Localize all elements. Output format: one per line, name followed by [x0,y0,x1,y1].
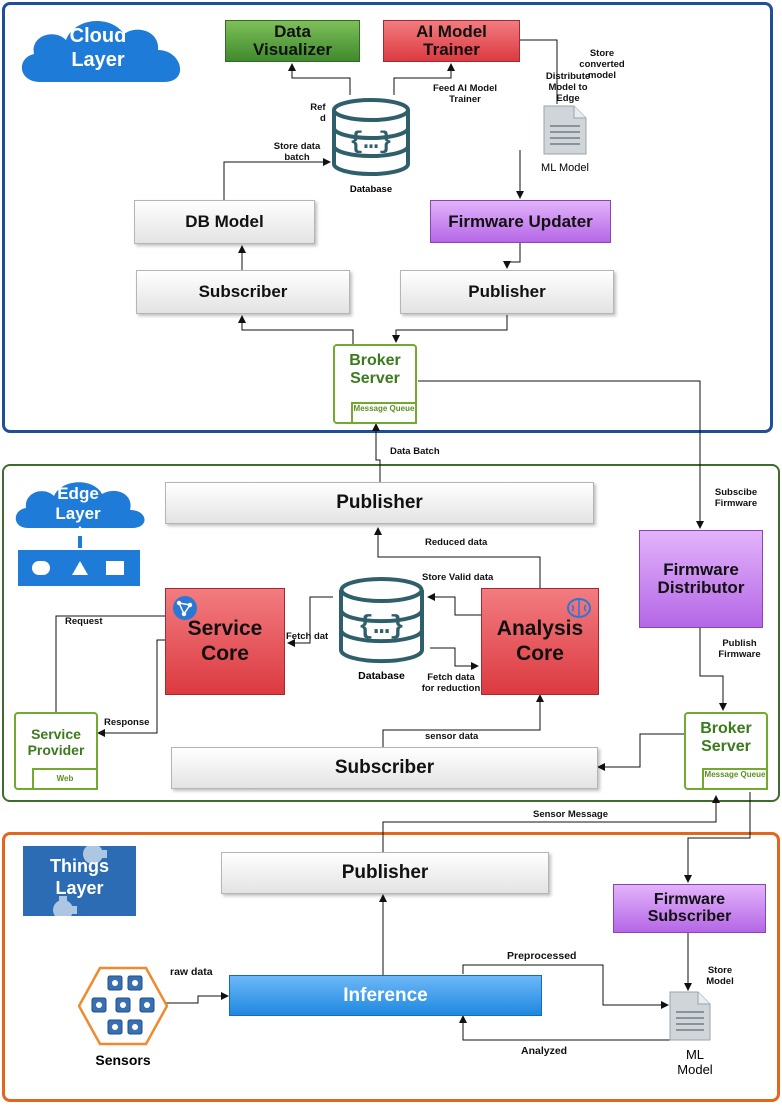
edge-layer-container [2,464,780,802]
cloud-layer-container [2,2,773,433]
firmware-updater-box: Firmware Updater [430,200,611,243]
inference-box: Inference [229,975,542,1016]
label-store-batch: Store data batch [273,141,321,163]
db-model-box: DB Model [134,200,315,244]
cloud-broker-title: Broker Server [349,352,401,388]
service-provider-title: Service Provider [27,726,85,759]
file-icon [543,105,587,155]
label-raw-data: raw data [170,966,213,978]
label-subscribe-firmware: Subscibe Firmware [714,487,758,509]
things-publisher-box: Publisher [221,852,549,894]
firmware-distributor-box: Firmware Distributor [639,530,763,628]
edge-cloud-device-icon [15,482,145,586]
label-response: Response [104,717,150,728]
label-sensor-data: sensor data [425,731,479,742]
sensors-icon [77,966,169,1046]
cloud-subscriber-box: Subscriber [136,270,350,314]
ai-model-trainer-box: AI Model Trainer [383,20,520,62]
edge-broker-message-queue: Message Queue [702,768,768,790]
database-icon: {…} [339,577,424,664]
service-core-label: Service Core [187,617,263,665]
svg-text:{…}: {…} [349,129,392,156]
edge-publisher-box: Publisher [165,482,594,524]
things-ml-model-label: ML Model [677,1047,713,1077]
label-reduced-data: Reduced data [425,537,488,548]
edge-broker-title: Broker Server [700,720,752,756]
edge-database-label: Database [358,670,405,682]
gear-icon [53,846,107,916]
cloud-database-label: Database [349,184,393,195]
firmware-subscriber-box: Firmware Subscriber [613,884,766,933]
cloud-icon [21,21,181,82]
service-core-box: Service Core [165,588,285,695]
sensors-label: Sensors [95,1052,151,1068]
label-distribute: Distribute Model to Edge [545,71,591,104]
cloud-ml-model-label: ML Model [541,162,589,174]
edge-database: {…} Database [333,576,430,686]
analysis-core-label: Analysis Core [496,617,584,665]
label-fetch-reduction: Fetch data for reduction [421,672,481,694]
service-provider: Service Provider Web [14,712,98,790]
database-icon: {…} [332,98,410,176]
label-fetch-data: Fetch dat [286,631,329,642]
label-feed-trainer: Feed AI Model Trainer [432,83,498,105]
svg-text:{…}: {…} [358,611,405,641]
cloud-database: {…} Database [326,96,416,198]
things-ml-model: ML Model [660,990,720,1080]
cloud-broker-message-queue: Message Queue [351,402,417,424]
cloud-publisher-box: Publisher [400,270,614,314]
cloud-broker-server: Broker Server Message Queue [333,344,417,424]
brain-icon [567,598,591,618]
label-sensor-message: Sensor Message [533,809,608,820]
cloud-ml-model: ML Model [530,104,600,180]
label-request: Request [65,616,103,627]
sensors-cluster: Sensors [77,966,169,1076]
service-network-icon [173,596,197,620]
service-provider-web: Web [32,768,98,790]
edge-subscriber-box: Subscriber [171,747,598,789]
label-store-valid: Store Valid data [422,572,494,583]
label-store-converted: Store converted model [579,48,625,81]
label-analyzed: Analyzed [521,1045,568,1057]
data-visualizer-box: Data Visualizer [225,20,360,62]
label-publish-firmware: Publish Firmware [718,638,761,660]
things-layer-container [2,832,780,1102]
edge-broker-server: Broker Server Message Queue [684,712,768,790]
label-preprocessed: Preprocessed [507,950,577,962]
analysis-core-box: Analysis Core [481,588,599,695]
label-store-model: Store Model [706,965,734,987]
file-icon [669,991,711,1041]
label-data-batch: Data Batch [390,446,440,457]
